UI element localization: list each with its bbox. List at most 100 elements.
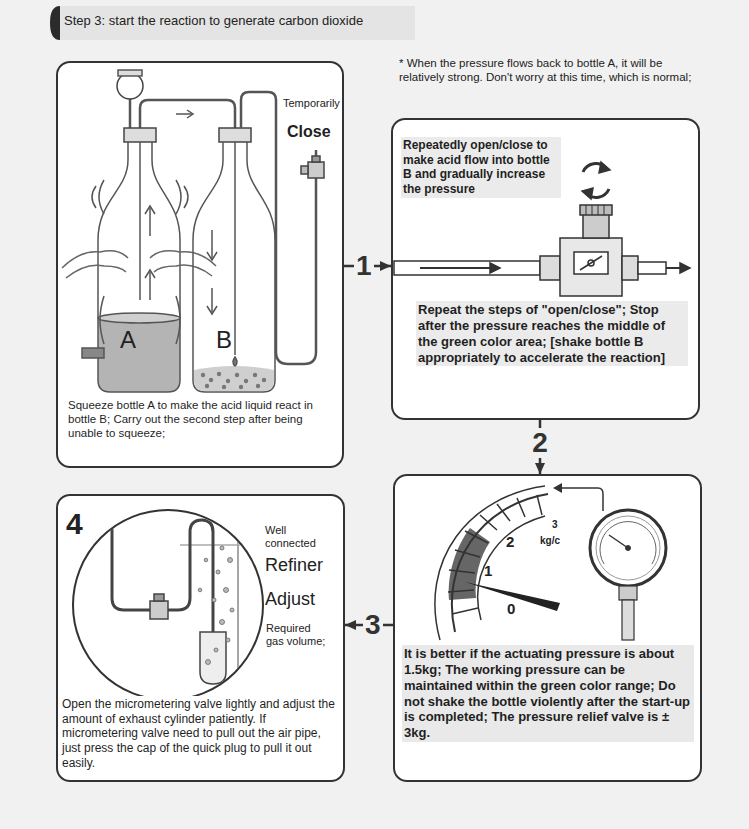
- title-banner: [50, 6, 415, 40]
- valve-illustration-part: [582, 188, 593, 199]
- bottle-illustration-part: [207, 306, 217, 314]
- refiner-illustration-part-part: [237, 505, 239, 705]
- bottle-illustration-part: [207, 252, 217, 260]
- bottle-illustration-part: [176, 113, 192, 115]
- scale-number: 2: [506, 533, 514, 551]
- refiner-illustration-part-part: [168, 520, 213, 640]
- refiner-illustration-part-part: [150, 601, 168, 619]
- bottle-illustration-part: [140, 100, 235, 128]
- bottle-illustration-part: [145, 270, 155, 278]
- valve-label: Close: [287, 122, 331, 141]
- valve-illustration-part: [420, 267, 498, 269]
- refiner-illustration-part: [112, 505, 270, 705]
- bottle-illustration-part: [98, 318, 180, 392]
- bottle-illustration-part: [124, 128, 156, 142]
- panel-ground-part: [56, 494, 345, 782]
- refiner-illustration-part: [73, 510, 263, 700]
- pressure-gauge-part: [561, 488, 603, 511]
- scale-number: 0: [507, 600, 515, 618]
- refiner-illustration-part-part: [112, 505, 150, 610]
- bottle-illustration-part-part: [201, 373, 205, 377]
- bottle-label: B: [216, 326, 232, 355]
- refiner-illustration-part-part-part: [198, 588, 202, 592]
- refiner-illustration-part-part: [180, 544, 270, 546]
- valve-illustration-part: [680, 263, 690, 273]
- bottle-illustration-part: [100, 296, 180, 344]
- bottle-label: A: [120, 326, 136, 355]
- panel-text: It is better if the actuating pressure i…: [402, 645, 694, 742]
- bottle-illustration-part: [145, 206, 155, 214]
- refiner-illustration: [73, 505, 270, 705]
- title-text: Step 3: start the reaction to generate c…: [64, 13, 363, 28]
- step-panel: Repeatedly open/close to make acid flow …: [391, 118, 700, 420]
- refiner-illustration-part-part-part: [224, 588, 229, 593]
- pressure-gauge-part: [449, 528, 490, 600]
- valve-illustration-part: [580, 205, 612, 215]
- panel-ground-part: [391, 118, 700, 420]
- bottle-illustration-part-part: [235, 373, 239, 377]
- panel-text: Open the micrometering valve lightly and…: [60, 696, 340, 771]
- pressure-gauge-part: [626, 546, 631, 551]
- title-banner-part: [50, 6, 60, 40]
- bottle-illustration-part: [82, 348, 104, 358]
- bottle-illustration-part: [308, 162, 324, 178]
- valve-illustration-part: [540, 256, 560, 280]
- part-label: Adjust: [265, 589, 315, 611]
- pressure-gauge-part: [619, 586, 637, 600]
- bottle-illustration-part-part: [262, 378, 266, 382]
- bottle-illustration-part: [219, 128, 251, 142]
- pressure-gauge-part: [478, 516, 545, 620]
- refiner-illustration-part-part: [154, 594, 164, 601]
- step-panel: Squeeze bottle A to make the acid liquid…: [56, 61, 344, 468]
- bottle-illustration-part: [201, 372, 266, 389]
- refiner-illustration-part-part-part: [216, 570, 220, 574]
- pressure-gauge-part: [590, 510, 666, 586]
- valve-illustration-part: [588, 260, 594, 266]
- pressure-gauge-part: [622, 600, 634, 640]
- panel-heading: Repeatedly open/close to make acid flow …: [401, 137, 561, 198]
- valve-illustration-part: [638, 262, 666, 274]
- refiner-illustration-part-part-part: [220, 620, 225, 625]
- bottle-illustration: [62, 70, 324, 392]
- bottle-illustration-part: [211, 230, 213, 258]
- pressure-gauge-part: [596, 516, 660, 580]
- valve-illustration-part: [394, 261, 540, 275]
- valve-illustration-part: [574, 252, 608, 274]
- part-label: Required gas volume;: [266, 622, 328, 648]
- bottle-illustration-part: [193, 142, 275, 392]
- bottle-illustration-part-part: [209, 378, 213, 382]
- callout-number: 2: [530, 428, 550, 458]
- title-banner-part: [56, 6, 415, 40]
- bottle-illustration-part-part: [205, 384, 209, 388]
- pressure-gauge-part: [553, 483, 562, 493]
- pressure-gauge: [435, 483, 666, 640]
- bottle-illustration-part: [117, 73, 143, 99]
- refiner-illustration-part-part-part: [230, 608, 234, 612]
- pressure-gauge-part: [600, 522, 656, 564]
- bottle-illustration-part-part: [239, 385, 243, 389]
- part-label: Well connected: [265, 524, 335, 550]
- valve-illustration-part: [490, 263, 500, 273]
- scale-number: 3: [552, 519, 558, 531]
- note-text: * When the pressure flows back to bottle…: [399, 57, 704, 85]
- bottle-illustration-part: [234, 142, 236, 355]
- bottle-illustration-part: [92, 180, 188, 214]
- valve-illustration-part: [580, 256, 602, 270]
- bottle-illustration-part-part: [253, 373, 257, 377]
- bottle-illustration-part: [194, 366, 274, 391]
- unit-label: kg/c: [540, 535, 560, 547]
- part-label: Refiner: [265, 555, 323, 577]
- bottle-illustration-part: [312, 156, 320, 162]
- panel-ground-part: [393, 474, 702, 782]
- pressure-gauge-part: [609, 535, 628, 548]
- refiner-illustration-part-part-part: [228, 558, 233, 563]
- refiner-illustration-part-part-part: [212, 598, 216, 602]
- valve-illustration-part: [622, 256, 638, 280]
- bottle-illustration-part: [187, 110, 193, 118]
- bottle-illustration-part: [211, 288, 213, 312]
- bottle-illustration-part-part: [217, 372, 221, 376]
- bottle-illustration-part: [149, 208, 151, 236]
- callout-number: 4: [66, 506, 83, 542]
- valve-label: Temporarily: [283, 97, 340, 110]
- valve-illustration-part: [586, 205, 604, 215]
